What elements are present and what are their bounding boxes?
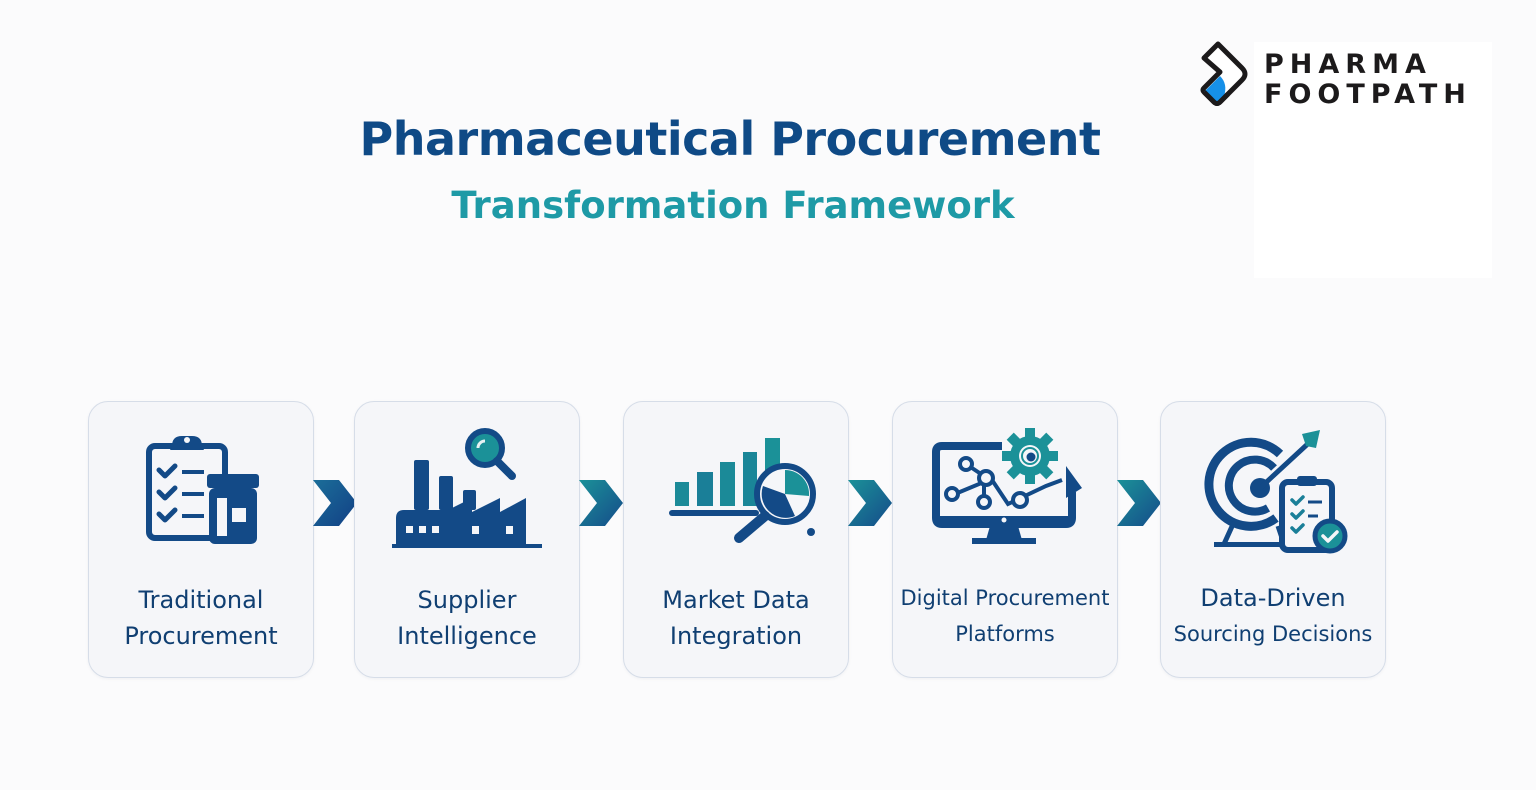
monitor-gear-icon: [932, 428, 1082, 544]
factory-search-icon: [392, 428, 542, 548]
chevron-right-icon: [848, 480, 892, 526]
step-label-line-1: Digital Procurement: [900, 586, 1110, 610]
step-label-line-1: Supplier: [417, 586, 517, 614]
step-label: Digital Procurement Platforms: [893, 580, 1117, 652]
step-label: Market Data Integration: [624, 582, 848, 654]
chevron-right-icon: [313, 480, 357, 526]
page-title: Pharmaceutical Procurement: [359, 112, 1102, 166]
target-checklist-icon: [1204, 430, 1348, 554]
step-label: Data-Driven Sourcing Decisions: [1161, 580, 1385, 652]
brand-logo: PHARMA FOOTPATH: [1198, 36, 1472, 124]
step-label: Traditional Procurement: [89, 582, 313, 654]
logo-panel: [1254, 42, 1492, 278]
step-card-digital-procurement-platforms: Digital Procurement Platforms: [892, 401, 1118, 678]
step-label-line-2: Integration: [669, 622, 803, 650]
step-label-line-2: Procurement: [124, 622, 278, 650]
step-label-line-2: Platforms: [955, 622, 1055, 646]
step-label-line-2: Intelligence: [397, 622, 537, 650]
brand-line-2: FOOTPATH: [1264, 79, 1472, 110]
step-label: Supplier Intelligence: [355, 582, 579, 654]
page-subtitle: Transformation Framework: [451, 184, 1015, 227]
step-card-data-driven-sourcing: Data-Driven Sourcing Decisions: [1160, 401, 1386, 678]
chevron-right-icon: [579, 480, 623, 526]
step-label-line-1: Traditional: [138, 586, 264, 614]
brand-line-1: PHARMA: [1264, 49, 1432, 80]
chart-magnifier-icon: [669, 438, 816, 543]
step-label-line-1: Market Data: [662, 586, 810, 614]
footpath-logo-icon: [1200, 41, 1248, 106]
clipboard-medicine-icon: [146, 436, 259, 544]
step-card-traditional-procurement: Traditional Procurement: [88, 401, 314, 678]
chevron-right-icon: [1117, 480, 1161, 526]
step-label-line-1: Data-Driven: [1200, 584, 1346, 612]
step-card-market-data-integration: Market Data Integration: [623, 401, 849, 678]
step-card-supplier-intelligence: Supplier Intelligence: [354, 401, 580, 678]
step-label-line-2: Sourcing Decisions: [1173, 622, 1373, 646]
